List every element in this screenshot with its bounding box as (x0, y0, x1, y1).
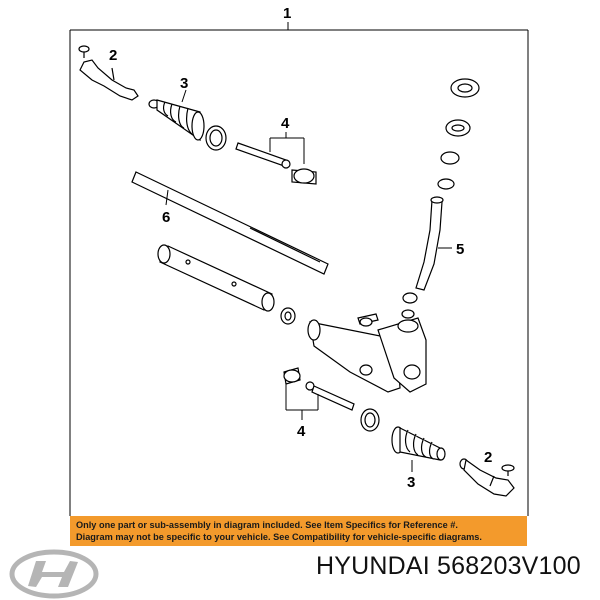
part-number-caption: HYUNDAI 568203V100 (316, 552, 581, 580)
callout-5: 5 (456, 241, 464, 258)
hyundai-logo (9, 549, 99, 599)
bellows-boot-bottom (391, 426, 446, 461)
callout-6: 6 (162, 209, 170, 226)
diagram-frame (69, 22, 529, 516)
notice-line-2: Diagram may not be specific to your vehi… (76, 532, 482, 542)
rack-bar (131, 171, 329, 275)
notice-banner: Only one part or sub-assembly in diagram… (70, 516, 527, 546)
housing-tube (157, 244, 275, 312)
clamp-ring-top (205, 125, 227, 151)
tie-rod-end-bottom (459, 458, 515, 497)
bellows-boot-top (148, 99, 205, 142)
callout-4-top: 4 (281, 115, 290, 132)
notice-line-1: Only one part or sub-assembly in diagram… (76, 520, 458, 530)
callout-1: 1 (283, 5, 291, 22)
leader-3-top (181, 89, 187, 103)
inner-tie-rod-top (235, 142, 317, 185)
rack-bushing (280, 307, 296, 325)
callout-2-top: 2 (109, 47, 117, 64)
parts-diagram: 1 2 3 4 6 (69, 5, 529, 516)
leader-4-top (269, 132, 305, 164)
callout-2-bottom: 2 (484, 449, 492, 466)
tie-rod-end-top (78, 45, 139, 101)
leader-6 (165, 189, 169, 206)
pinion-assembly (401, 78, 480, 319)
callout-3-bottom: 3 (407, 474, 415, 491)
inner-tie-rod-bottom (283, 367, 355, 411)
callout-3-top: 3 (180, 75, 188, 92)
clamp-ring-bottom (360, 408, 380, 432)
leader-4-bottom (285, 384, 319, 420)
callout-4-bottom: 4 (297, 423, 306, 440)
gear-housing (307, 313, 427, 393)
